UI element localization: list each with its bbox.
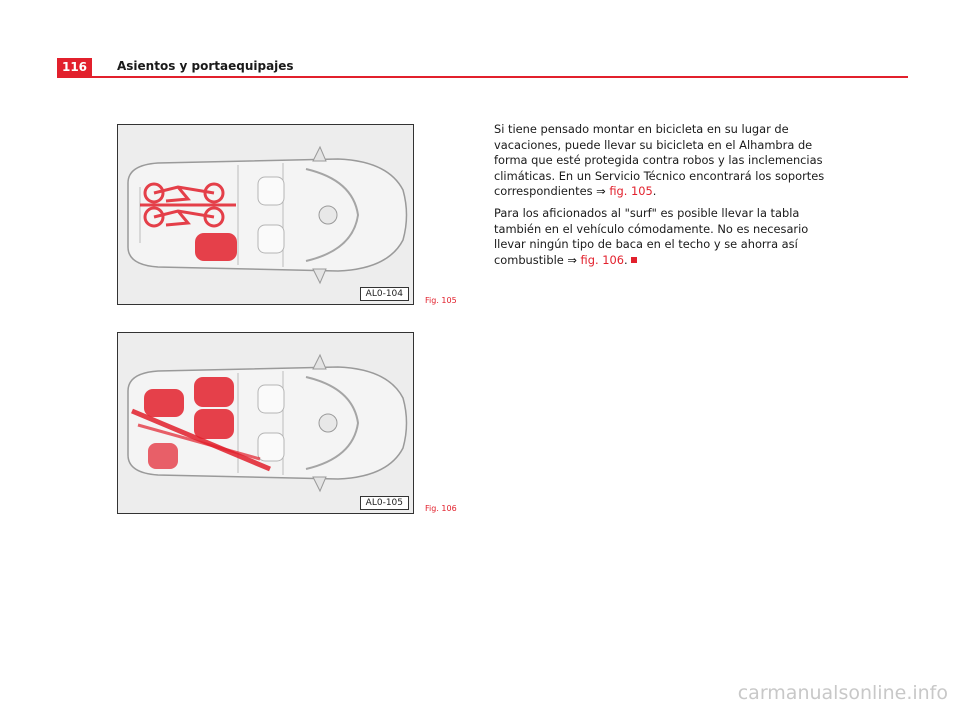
reference-arrow: ⇒ (596, 184, 606, 199)
header-rule (57, 76, 908, 78)
watermark: carmanualsonline.info (737, 682, 948, 704)
figure-reference-link[interactable]: fig. 106 (580, 252, 624, 267)
figure-caption: Fig. 105 (425, 296, 457, 305)
car-bicycle-illustration (127, 145, 408, 285)
figure-surfboard-transport: AL0-105 (117, 332, 414, 514)
page-header: 116 Asientos y portaequipajes (57, 58, 908, 78)
reference-arrow: ⇒ (567, 252, 577, 267)
paragraph-bicycle: Si tiene pensado montar en bicicleta en … (494, 122, 839, 200)
paragraph-end: . (652, 184, 657, 199)
figure-code: AL0-104 (359, 287, 409, 301)
body-text: Si tiene pensado montar en bicicleta en … (494, 122, 839, 274)
figure-code: AL0-105 (359, 496, 409, 510)
paragraph-surf: Para los aficionados al "surf" es posibl… (494, 206, 839, 268)
car-surfboard-illustration (127, 353, 408, 493)
page-number: 116 (57, 58, 92, 76)
paragraph-text: Si tiene pensado montar en bicicleta en … (494, 122, 825, 199)
section-end-icon (630, 256, 637, 263)
paragraph-end: . (623, 252, 628, 267)
figure-reference-link[interactable]: fig. 105 (609, 184, 653, 199)
paragraph-text: Para los aficionados al "surf" es posibl… (494, 205, 809, 267)
figure-caption: Fig. 106 (425, 504, 457, 513)
section-title: Asientos y portaequipajes (117, 59, 294, 73)
figure-bicycle-transport: AL0-104 (117, 124, 414, 305)
